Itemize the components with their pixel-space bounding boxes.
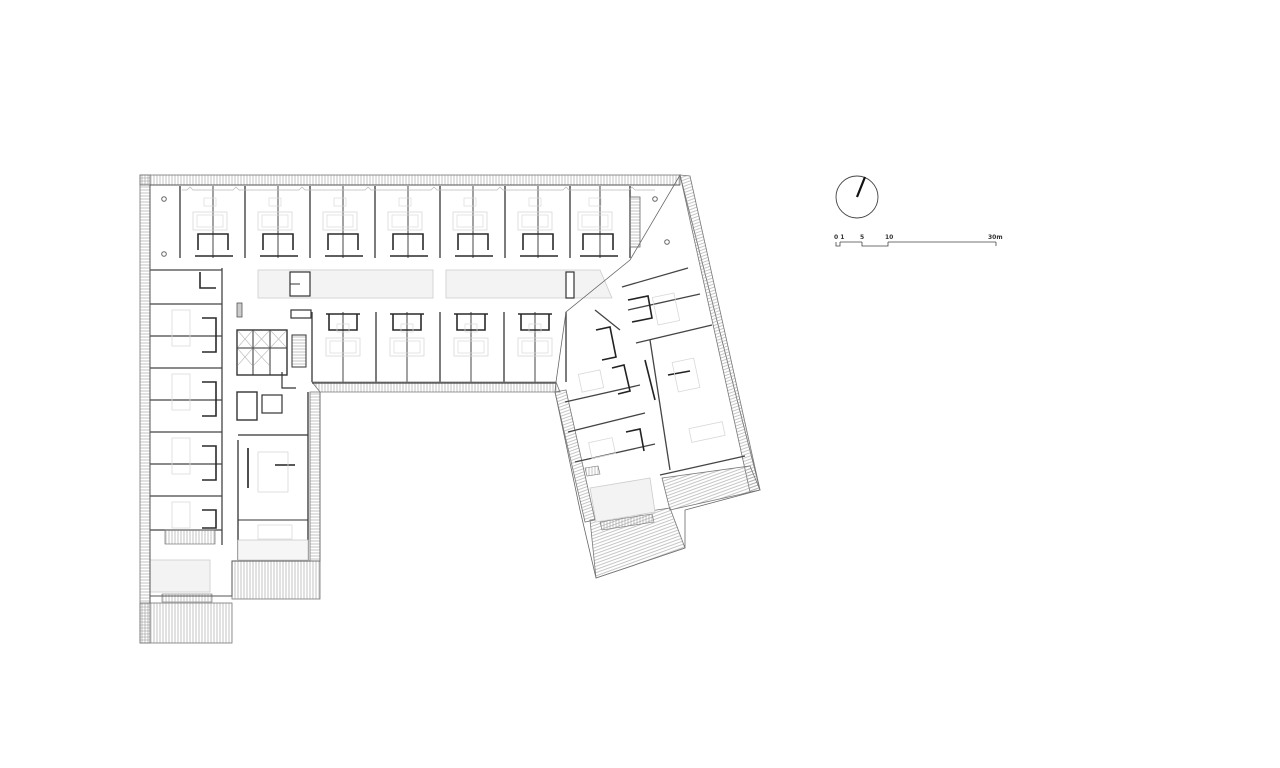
scale-label-10: 10 bbox=[885, 234, 893, 241]
scale-label-5: 5 bbox=[860, 234, 864, 241]
bathroom-pods-north bbox=[195, 233, 618, 257]
west-wing bbox=[139, 185, 321, 644]
atrium-void-1 bbox=[257, 269, 434, 299]
east-wing bbox=[554, 173, 761, 579]
rooms-north-row bbox=[179, 186, 631, 258]
north-arrow-needle bbox=[855, 176, 867, 198]
scale-label-0-1: 0 1 bbox=[834, 234, 844, 241]
atrium-void-2 bbox=[445, 269, 613, 299]
north-arrow bbox=[835, 175, 879, 219]
roof-edge-north bbox=[139, 174, 681, 186]
furniture-north bbox=[192, 197, 613, 231]
core bbox=[236, 309, 312, 561]
rooms-south-row bbox=[311, 312, 567, 382]
scale-bar: 0 1 5 10 30m bbox=[834, 234, 1003, 247]
roof-edge-west bbox=[139, 174, 151, 644]
north-wing bbox=[139, 174, 681, 644]
scale-label-30m: 30m bbox=[988, 234, 1003, 241]
north-arrow-circle bbox=[835, 175, 879, 219]
